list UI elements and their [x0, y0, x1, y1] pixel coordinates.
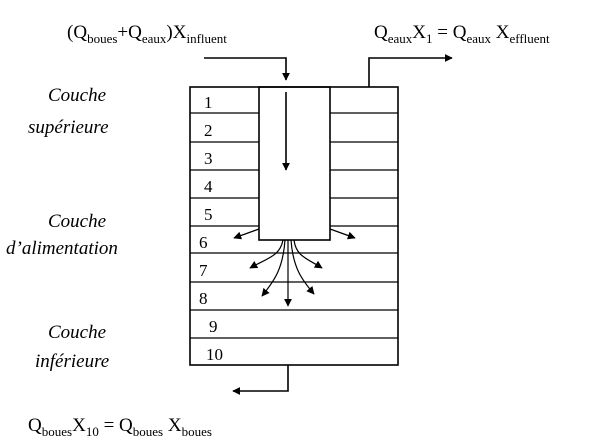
layer-numbers: 1 2 3 4 5 6 7 8 9 10	[199, 93, 223, 364]
influent-eq-sub-boues: boues	[87, 31, 117, 46]
influent-equation: (Qboues+Qeaux)Xinfluent	[67, 22, 227, 46]
effluent-eq-eq: = Q	[433, 22, 467, 43]
influent-eq-close: )X	[166, 22, 186, 43]
zone-feed-line1: Couche	[48, 211, 106, 232]
layer-number-7: 7	[199, 261, 208, 280]
zone-lower-line2: inférieure	[35, 351, 109, 372]
sludge-arrow	[232, 365, 289, 395]
layer-dividers	[190, 112, 398, 339]
sludge-eq-sub-boues2: boues	[133, 424, 163, 439]
effluent-eq-sub-effluent: effluent	[509, 31, 550, 46]
effluent-eq-sub-eaux2: eaux	[466, 31, 491, 46]
influent-eq-plus: +Q	[117, 22, 142, 43]
effluent-eq-x: X	[412, 22, 426, 43]
zone-labels: Couche supérieure Couche d’alimentation …	[6, 85, 118, 372]
effluent-eq-q: Q	[374, 22, 388, 43]
effluent-equation: QeauxX1 = Qeaux Xeffluent	[374, 22, 550, 46]
layer-number-5: 5	[204, 205, 213, 224]
sludge-eq-sub-10: 10	[86, 424, 99, 439]
layer-number-4: 4	[204, 177, 213, 196]
sludge-eq-q: Q	[28, 415, 42, 436]
effluent-eq-x2: X	[491, 22, 510, 43]
effluent-arrow	[368, 54, 453, 87]
feed-pipe	[258, 86, 331, 241]
influent-eq-sub-eaux: eaux	[142, 31, 167, 46]
layer-number-2: 2	[204, 121, 213, 140]
layer-number-10: 10	[206, 345, 223, 364]
sludge-equation: QbouesX10 = Qboues Xboues	[28, 415, 212, 439]
layer-number-1: 1	[204, 93, 213, 112]
zone-feed-line2: d’alimentation	[6, 238, 118, 259]
effluent-eq-sub-1: 1	[426, 31, 433, 46]
zone-lower-line1: Couche	[48, 322, 106, 343]
sludge-eq-eq: = Q	[99, 415, 133, 436]
influent-eq-open: (Q	[67, 22, 87, 43]
zone-upper-line1: Couche	[48, 85, 106, 106]
layer-number-8: 8	[199, 289, 208, 308]
sludge-eq-sub-boues: boues	[42, 424, 72, 439]
layer-number-6: 6	[199, 233, 208, 252]
layer-number-3: 3	[204, 149, 213, 168]
zone-upper-line2: supérieure	[28, 117, 109, 138]
layer-number-9: 9	[209, 317, 218, 336]
effluent-eq-sub-eaux: eaux	[388, 31, 413, 46]
sludge-eq-x2: X	[163, 415, 182, 436]
feed-distribution-arrows	[233, 228, 356, 307]
sludge-eq-x: X	[72, 415, 86, 436]
influent-arrow	[204, 57, 290, 81]
sludge-eq-sub-boues3: boues	[182, 424, 212, 439]
influent-eq-sub-influent: influent	[186, 31, 227, 46]
